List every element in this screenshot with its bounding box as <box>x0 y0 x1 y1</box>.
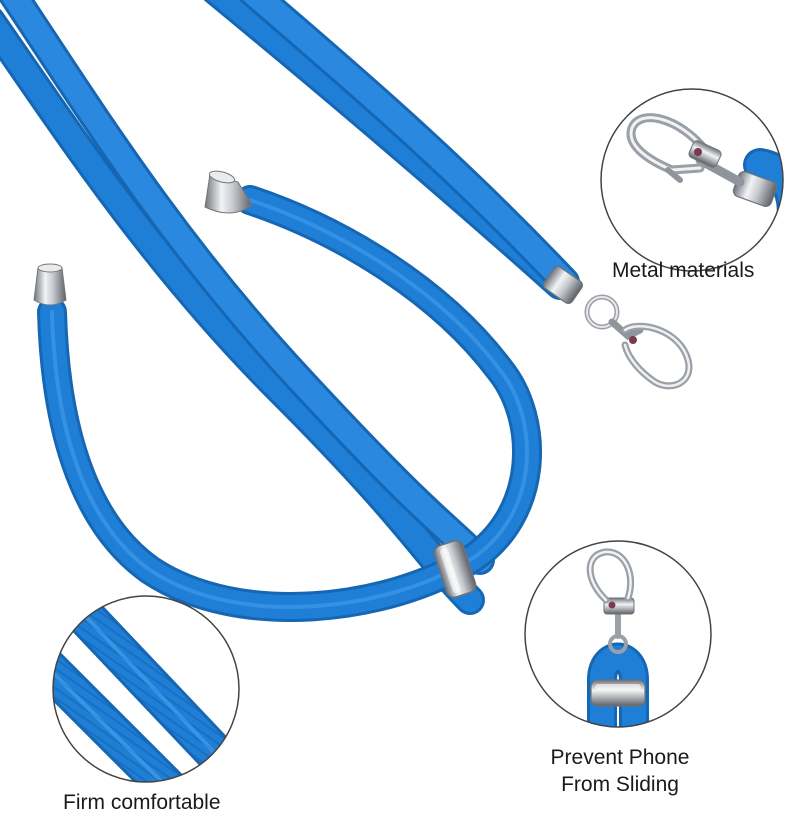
clasp-with-slider-icon <box>586 548 649 727</box>
feature-label-prevent-line2: From Sliding <box>561 773 679 796</box>
feature-label-metal: Metal materials <box>612 259 755 282</box>
metal-end-cap-left <box>33 263 67 306</box>
feature-label-firm: Firm comfortable <box>63 791 221 814</box>
feature-label-prevent-line1: Prevent Phone <box>550 746 690 769</box>
detail-circle-prevent <box>524 540 712 728</box>
metal-end-cap-top <box>204 170 253 214</box>
detail-circle-firm <box>52 595 240 783</box>
feature-label-prevent: Prevent Phone From Sliding <box>520 744 720 798</box>
lanyard-cord <box>0 0 580 622</box>
carabiner-clasp <box>542 265 693 390</box>
carabiner-clasp-icon <box>626 113 783 271</box>
detail-circle-metal <box>600 88 784 272</box>
metal-slider-ring <box>433 540 477 598</box>
